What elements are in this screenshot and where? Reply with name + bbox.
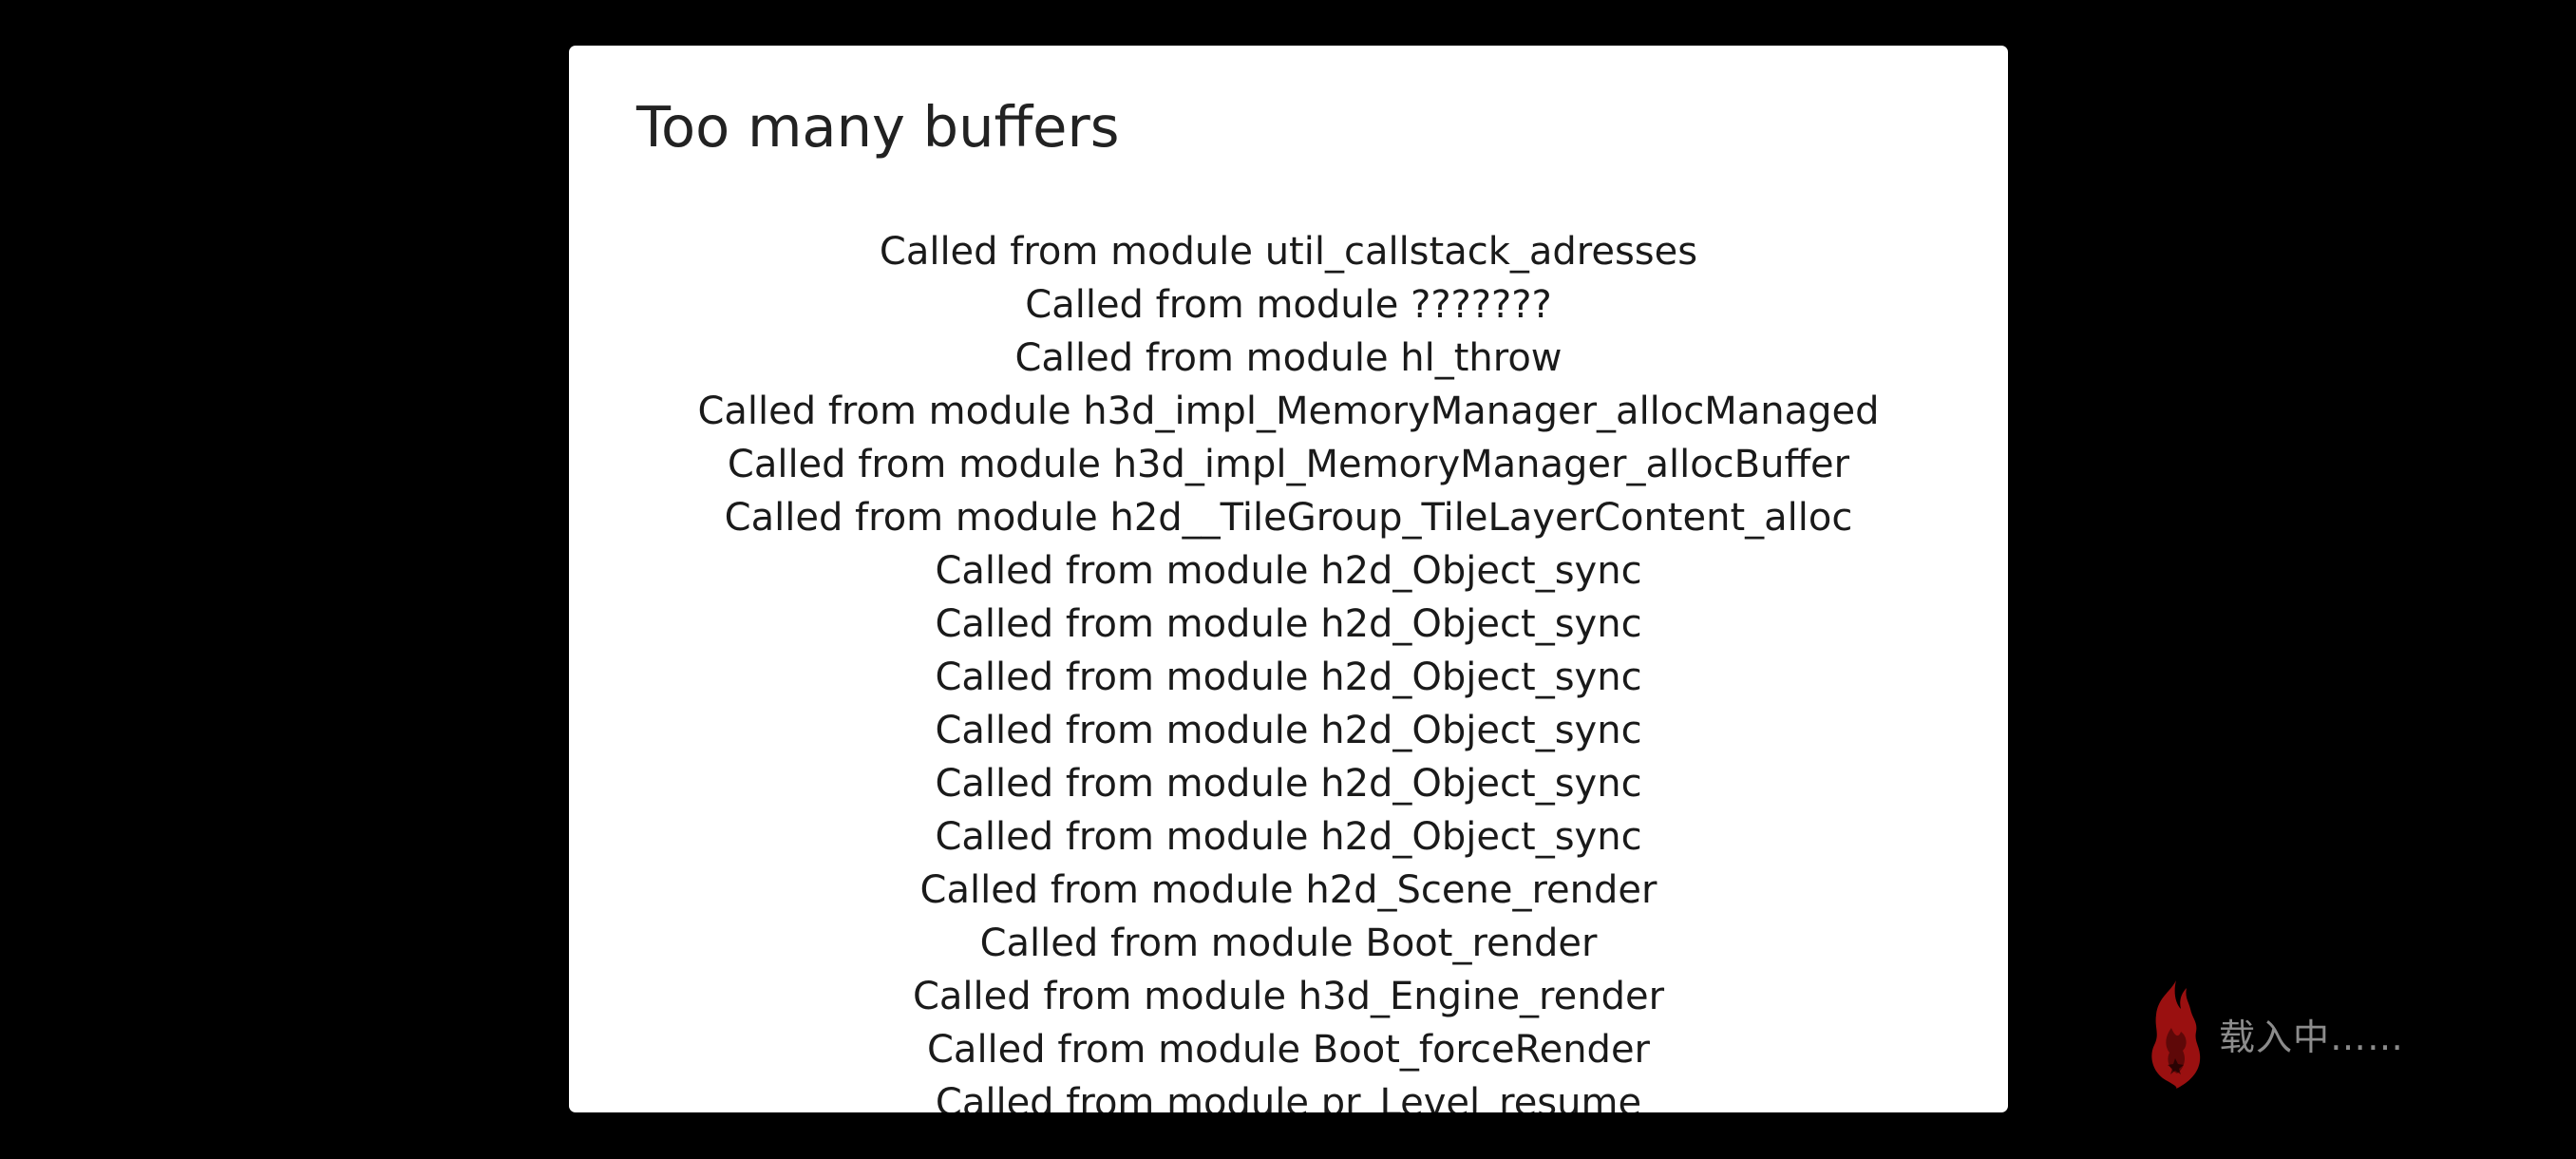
callstack-line: Called from module h3d_impl_MemoryManage… — [727, 443, 1850, 486]
callstack-line: Called from module ??????? — [1025, 283, 1552, 327]
callstack-line: Called from module util_callstack_adress… — [879, 230, 1698, 274]
callstack-line: Called from module h2d_Scene_render — [919, 868, 1657, 912]
callstack-line: Called from module hl_throw — [1014, 336, 1563, 380]
callstack-line: Called from module h3d_Engine_render — [912, 975, 1665, 1018]
callstack-line: Called from module h2d_Object_sync — [935, 815, 1642, 859]
callstack-line: Called from module h2d_Object_sync — [935, 549, 1642, 593]
callstack-line: Called from module Boot_render — [979, 922, 1598, 965]
loading-indicator: 载入中…… — [2147, 978, 2404, 1089]
dialog-title: Too many buffers — [636, 94, 1120, 160]
callstack-line: Called from module h2d_Object_sync — [935, 602, 1642, 646]
callstack-line: Called from module pr_Level_resume — [935, 1081, 1642, 1112]
callstack-line: Called from module Boot_forceRender — [927, 1028, 1650, 1072]
loading-text: 载入中…… — [2219, 1016, 2405, 1058]
callstack-line: Called from module h2d_Object_sync — [935, 656, 1642, 699]
callstack-list: Called from module util_callstack_adress… — [569, 225, 2008, 1112]
error-dialog: Too many buffers Called from module util… — [569, 46, 2008, 1112]
callstack-line: Called from module h3d_impl_MemoryManage… — [697, 390, 1880, 433]
callstack-line: Called from module h2d__TileGroup_TileLa… — [724, 496, 1853, 540]
callstack-line: Called from module h2d_Object_sync — [935, 762, 1642, 806]
callstack-line: Called from module h2d_Object_sync — [935, 709, 1642, 752]
flame-logo-icon — [2151, 980, 2201, 1089]
